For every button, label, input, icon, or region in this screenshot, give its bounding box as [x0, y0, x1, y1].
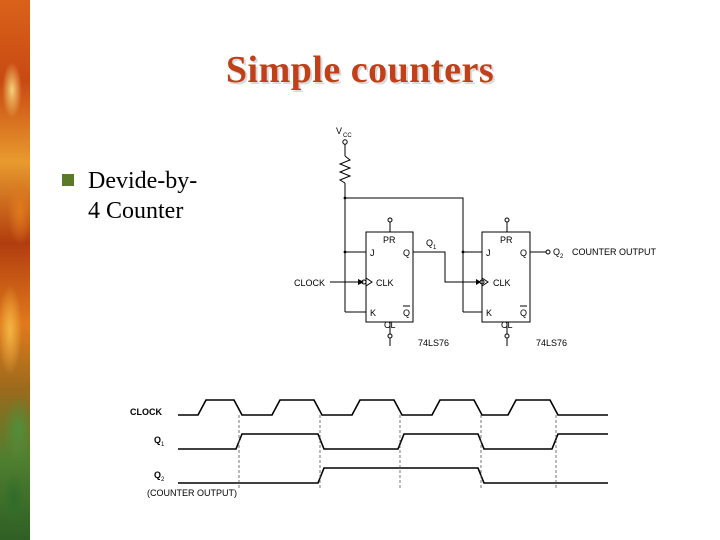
q2-subscript: 2 [560, 254, 564, 260]
ff2-qbar-label: Q [520, 308, 527, 318]
vcc-label: V [336, 126, 342, 136]
ff2-pr-label: PR [500, 235, 513, 245]
flipflop-2 [481, 231, 531, 323]
q1-label: Q [426, 238, 433, 248]
ff2-j-label: J [486, 248, 491, 258]
bullet-square-icon [62, 174, 74, 186]
q2-label: Q [553, 247, 560, 257]
ff1-part-label: 74LS76 [418, 338, 449, 348]
clock-waveform [178, 399, 608, 416]
pullup-resistor [338, 155, 352, 184]
ff2-clk-label: CLK [493, 278, 511, 288]
bullet-text: Devide-by- 4 Counter [88, 166, 197, 226]
ff1-k-label: K [370, 308, 376, 318]
q1-waveform [178, 433, 608, 450]
counter-output-label: COUNTER OUTPUT [572, 247, 656, 257]
clock-input-label: CLOCK [294, 278, 325, 288]
timing-q1-label: Q [154, 435, 161, 445]
timing-clock-label: CLOCK [130, 407, 162, 417]
vcc-terminal [342, 139, 348, 145]
bullet-line-1: Devide-by- [88, 168, 198, 194]
q1-subscript: 1 [433, 245, 437, 251]
vcc-subscript: CC [343, 133, 352, 139]
timing-q2-note: (COUNTER OUTPUT) [147, 488, 237, 498]
schematic: V CC PR J Q CLK K Q CL 74LS76 CLOCK [294, 126, 656, 348]
ff2-q-label: Q [520, 248, 527, 258]
decorative-side-strip [0, 0, 30, 540]
timing-q2-label: Q [154, 470, 161, 480]
slide-title: Simple counters [225, 49, 495, 91]
bullet-line-2: 4 Counter [88, 198, 184, 224]
vcc-to-ff2-j [345, 197, 482, 253]
ff2-k-label: K [486, 308, 492, 318]
ff1-cl-label: CL [384, 320, 396, 330]
timing-diagram: CLOCK Q 1 Q 2 (COUNTER OUTPUT) [130, 399, 608, 498]
ff1-clk-label: CLK [376, 278, 394, 288]
q1-to-ff2-clk [413, 251, 476, 283]
ff1-qbar-label: Q [403, 308, 410, 318]
ff2-cl-label: CL [501, 320, 513, 330]
ff2-part-label: 74LS76 [536, 338, 567, 348]
ff1-pr-label: PR [383, 235, 396, 245]
ff1-j-label: J [370, 248, 375, 258]
timing-q1-subscript: 1 [161, 442, 165, 448]
ff1-q-label: Q [403, 248, 410, 258]
timing-q2-subscript: 2 [161, 477, 165, 483]
q2-waveform [178, 467, 608, 484]
